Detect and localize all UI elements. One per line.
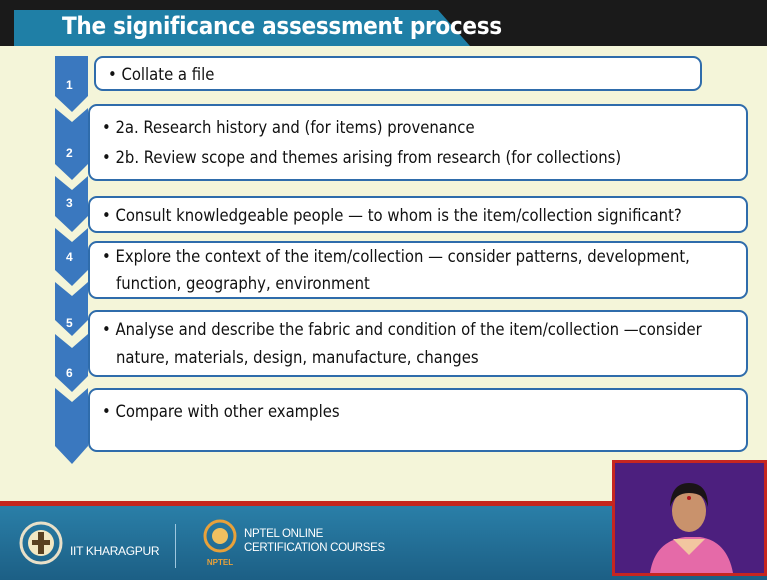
step-2b-text: • 2b. Review scope and themes arising fr… [102,148,622,167]
footer-accent [0,501,767,507]
presenter-video [612,460,767,576]
process-chevrons [55,56,88,464]
step-box-3: • Consult knowledgeable people — to whom… [88,196,748,233]
chevron-4 [55,228,88,286]
nptel-logo-icon: NPTEL [203,519,237,567]
chevron-5 [55,282,88,336]
chevron-3 [55,176,88,232]
step-box-1: • Collate a file [94,56,702,91]
chevron-6 [55,334,88,392]
step-box-5: • Analyse and describe the fabric and co… [88,310,748,377]
title-banner [14,10,470,46]
iit-kharagpur-logo-icon [19,521,63,565]
step-5-text-cont: nature, materials, design, manufacture, … [116,348,479,367]
step-number-5: 5 [66,316,73,330]
footer-divider [175,524,176,568]
nptel-logo-text: NPTEL [207,558,233,567]
slide-title: The significance assessment process [62,12,502,40]
step-number-2: 2 [66,146,73,160]
presenter-figure [615,463,764,573]
chevron-1 [55,56,88,112]
step-box-2: • 2a. Research history and (for items) p… [88,104,748,181]
step-number-4: 4 [66,250,73,264]
step-box-6: • Compare with other examples [88,388,748,452]
step-2a-text: • 2a. Research history and (for items) p… [102,118,475,137]
step-number-1: 1 [66,78,73,92]
step-4-text-cont: function, geography, environment [116,274,370,293]
chevron-2 [55,108,88,180]
chevron-7 [55,388,88,464]
step-1-text: • Collate a file [108,65,215,84]
step-box-4: • Explore the context of the item/collec… [88,241,748,299]
footer-program-line2: CERTIFICATION COURSES [244,542,385,554]
step-5-text: • Analyse and describe the fabric and co… [102,320,702,339]
step-6-text: • Compare with other examples [102,402,340,421]
step-4-text: • Explore the context of the item/collec… [102,247,690,266]
step-3-text: • Consult knowledgeable people — to whom… [102,206,682,225]
footer-institute: IIT KHARAGPUR [70,544,160,558]
footer-program-line1: NPTEL ONLINE [244,528,324,540]
step-number-6: 6 [66,366,73,380]
step-number-3: 3 [66,196,73,210]
footer-program: NPTEL ONLINE CERTIFICATION COURSES [244,527,385,555]
